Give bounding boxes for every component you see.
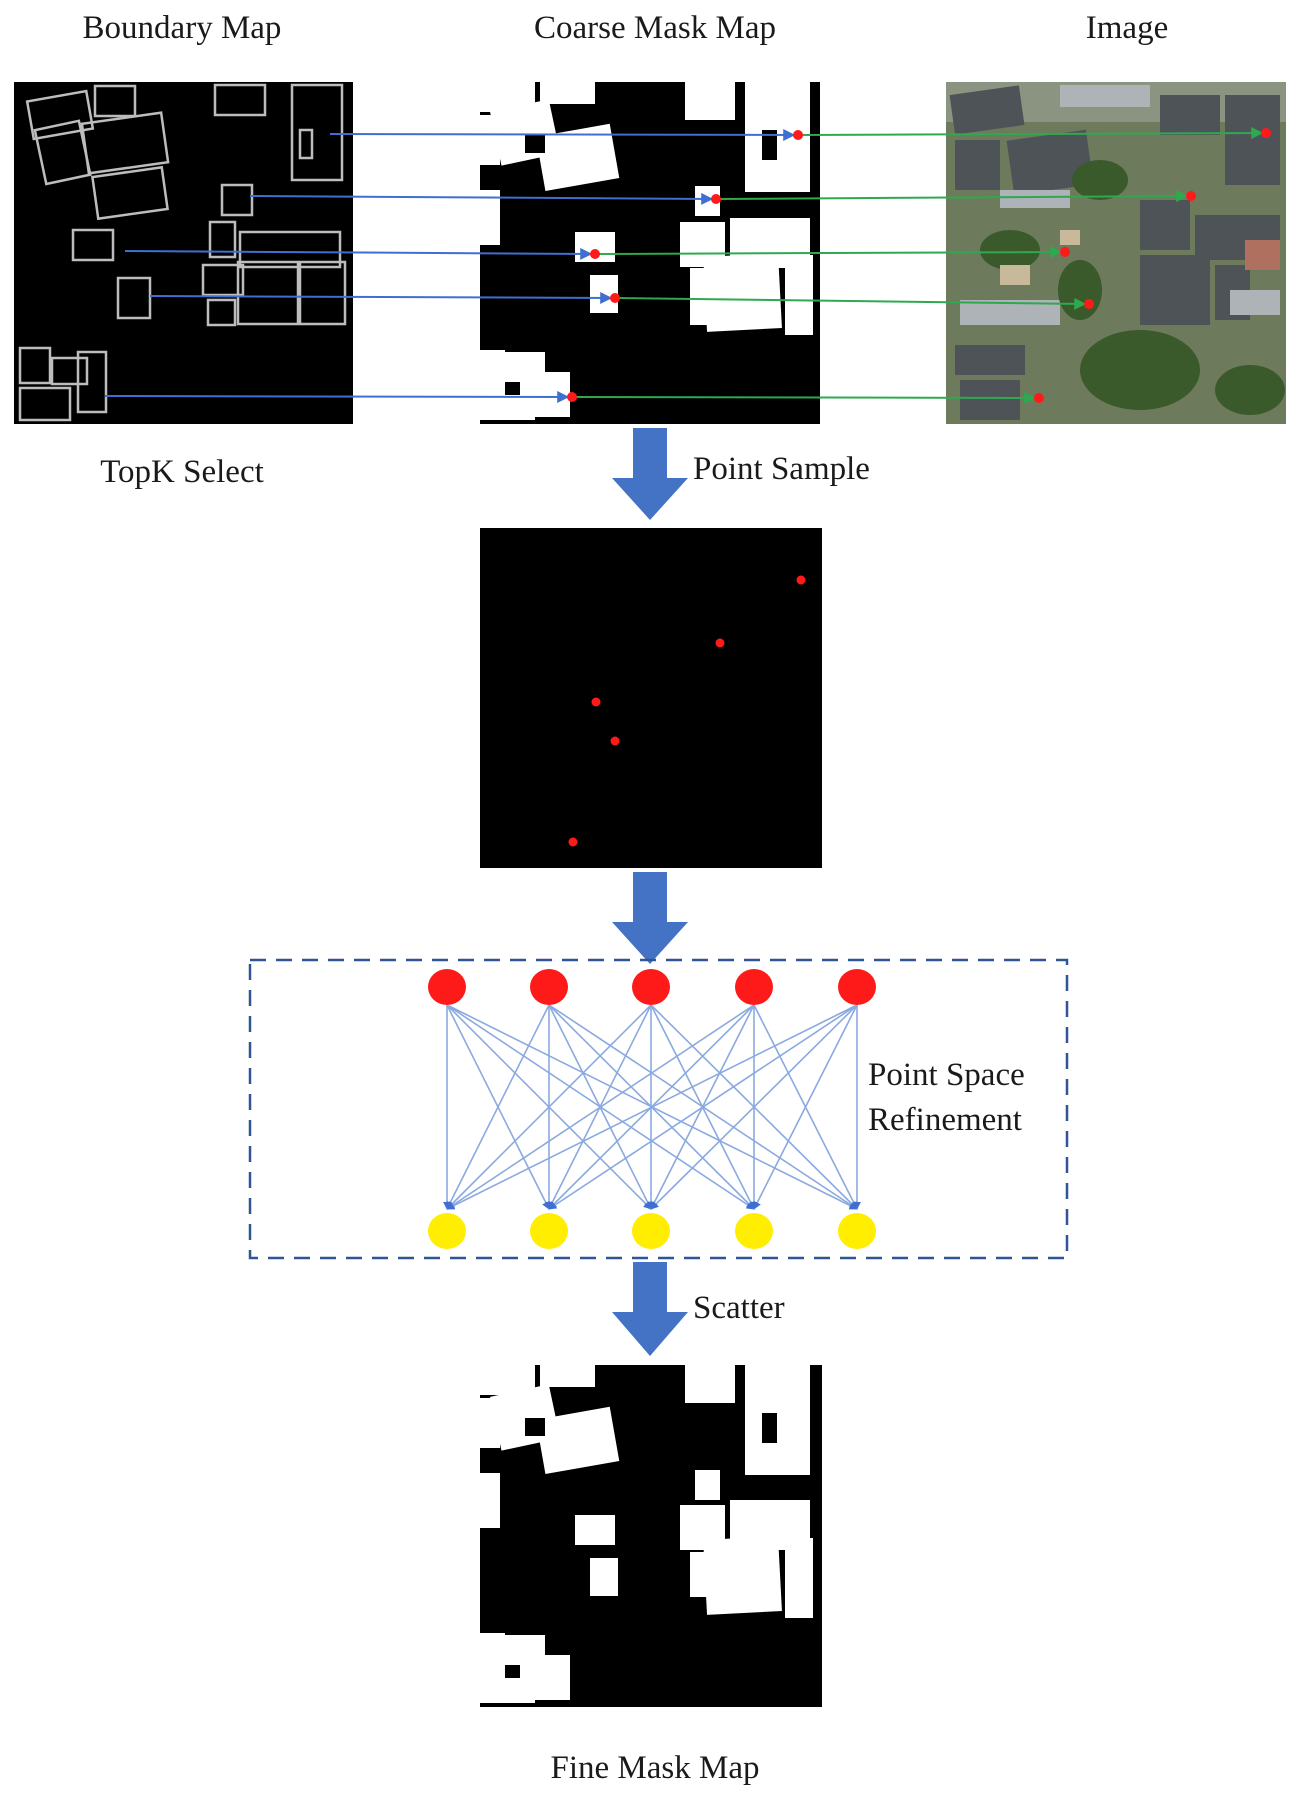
refinement-dashed-box [248,958,1069,1260]
fine-mask-map-title: Fine Mask Map [551,1750,760,1786]
scatter-label: Scatter [693,1290,785,1326]
sampled-point [715,638,725,648]
refinement-connection [548,1004,858,1210]
flow-arrow-1 [612,428,688,520]
input-point-node [530,969,568,1005]
refinement-connection [753,1004,858,1210]
refinement-connection [446,1004,858,1210]
sampled-point [591,697,601,707]
refinement-connection [650,1004,858,1210]
input-point-node [428,969,466,1005]
input-point-node [838,969,876,1005]
point-sample-label: Point Sample [693,451,870,487]
point-space-refinement: Point Space Refinement [248,958,1069,1260]
coarse-mask-map-title: Coarse Mask Map [534,10,776,46]
refinement-connection [446,1004,550,1210]
output-point-node [428,1213,466,1249]
flow-arrow-3 [612,1262,688,1356]
sampled-point [796,575,806,585]
output-point-node [530,1213,568,1249]
topk-select-label: TopK Select [100,454,264,490]
boundary-map-title: Boundary Map [83,10,282,46]
output-point-node [735,1213,773,1249]
input-point-node [735,969,773,1005]
sampled-points-map [480,528,822,868]
sampled-point [568,837,578,847]
refinement-label-line2: Refinement [868,1102,1022,1138]
output-point-node [632,1213,670,1249]
image-title: Image [1086,10,1168,46]
sampled-point [610,736,620,746]
flow-arrow-2 [612,872,688,964]
mask-to-image-arrows [573,127,1264,404]
satellite-image [946,82,1286,424]
input-point-node [632,969,670,1005]
fine-mask-map [480,1365,822,1707]
refinement-connection [446,1004,755,1210]
refinement-connection [446,1004,652,1210]
boundary-to-mask-arrows [104,128,796,403]
output-point-node [838,1213,876,1249]
topk-points [567,128,1271,403]
refinement-label-line1: Point Space [868,1057,1025,1093]
